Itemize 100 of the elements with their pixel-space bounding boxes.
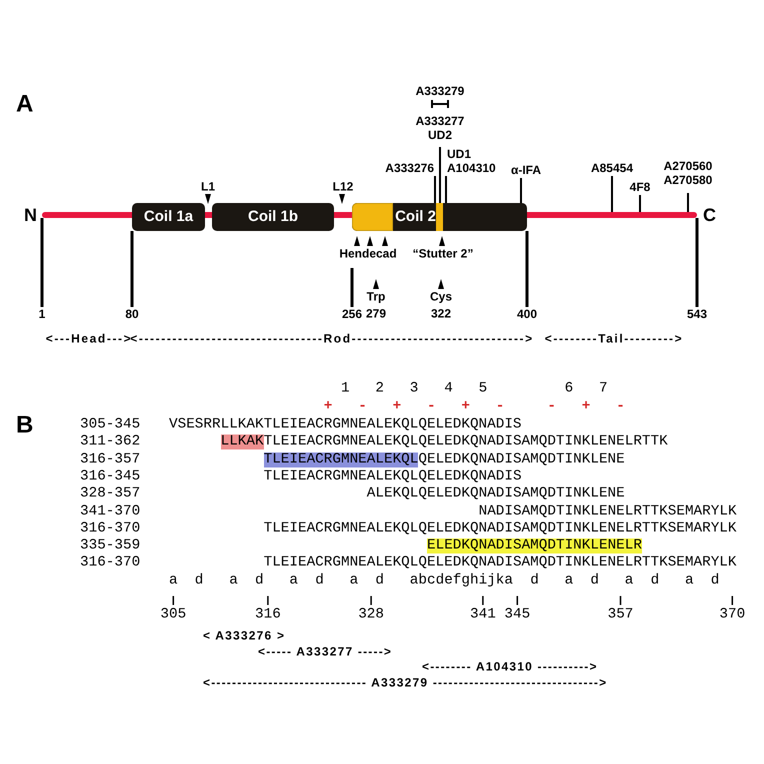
leader-line <box>696 218 698 307</box>
antibody-epitope-label: 543 <box>686 307 708 321</box>
heptad-position-letter: d <box>315 574 324 588</box>
antibody-epitope-label: UD2 <box>428 128 452 142</box>
peptide-sequence: TLEIEACRGMNEALEKQLQELEDKQNADISAMQDTINKLENELRTTKSEMARYLK <box>264 556 736 571</box>
charge-sign: + <box>324 400 332 414</box>
antibody-epitope-label: 256 <box>342 307 362 321</box>
protein-backbone-bar <box>205 212 212 218</box>
highlighted-sequence: LLKAK <box>220 434 264 450</box>
linker-label: L12 <box>332 180 354 194</box>
heptad-position-letter: d <box>255 574 264 588</box>
antibody-epitope-label: 80 <box>125 307 139 321</box>
highlighted-sequence: ELEDKQNADISAMQDTINKLENELR <box>427 538 642 554</box>
epitope-range-label: <----- A333277 -----> <box>258 644 392 660</box>
peptide-range-label: 316-357 <box>80 452 140 468</box>
terminus-label: C <box>703 206 716 224</box>
charge-sign: + <box>461 400 470 414</box>
peptide-range-label: 335-359 <box>80 538 140 554</box>
heptad-position-letter: a <box>685 574 694 588</box>
leader-line <box>40 218 44 307</box>
peptide-range-label: 341-370 <box>80 504 140 519</box>
coil-domain-box <box>352 203 527 231</box>
antibody-epitope-label: UD1 <box>447 147 472 161</box>
coil-domain-box <box>212 203 334 231</box>
leader-line <box>526 231 528 307</box>
residue-number: 316 <box>255 608 281 622</box>
charge-position-number: 3 <box>410 382 418 396</box>
residue-number: 305 <box>160 608 186 622</box>
peptide-sequence: VSESRRLLKAKTLEIEACRGMNEALEKQLQELEDKQNADIS <box>169 418 522 432</box>
residue-label: Trp <box>366 290 386 304</box>
protein-backbone-bar <box>334 212 352 218</box>
position-number: 322 <box>430 306 452 322</box>
antibody-epitope-label: A85454 <box>590 161 634 175</box>
terminus-label: N <box>24 206 37 224</box>
peptide-sequence: TLEIEACRGMNEALEKQLQELEDKQNADIS <box>264 469 522 484</box>
peptide-sequence: NADISAMQDTINKLENELRTTKSEMARYLK <box>478 504 737 519</box>
leader-line <box>130 231 134 307</box>
heptad-position-letter: d <box>590 574 599 588</box>
motif-label: “Stutter 2” <box>412 246 474 262</box>
antibody-epitope-label: α-IFA <box>510 163 542 177</box>
antibody-epitope-label: A104310 <box>447 161 496 175</box>
peptide-sequence: ALEKQLQELEDKQNADISAMQDTINKLENE <box>366 486 625 502</box>
domain-label: Coil 1a <box>144 206 194 227</box>
protein-backbone-bar <box>527 212 697 218</box>
charge-position-number: 4 <box>444 382 453 396</box>
domain-range-label: <---------------------------------Rod-------------------------------> <box>130 332 534 346</box>
epitope-range-label: <-------- A104310 ----------> <box>422 660 598 674</box>
heptad-position-letter: d <box>375 574 384 588</box>
domain-range-label: <--------Tail---------> <box>544 332 684 346</box>
highlighted-sequence: TLEIEACRGMNEALEKQL <box>264 452 418 468</box>
position-number: 279 <box>366 306 386 322</box>
leader-line <box>445 176 447 203</box>
peptide-range-label: 328-357 <box>80 486 140 502</box>
peptide-sequence: TLEIEACRGMNEALEKQLQELEDKQNADISAMQDTINKLENELRTTK <box>264 434 668 450</box>
leader-line <box>439 147 441 203</box>
peptide-sequence: QELEDKQNADISAMQDTINKLENE <box>418 452 625 468</box>
motif-label: Hendecad <box>339 246 397 262</box>
domain-label: Coil 2 <box>395 206 436 227</box>
antibody-epitope-label: 400 <box>516 307 538 321</box>
epitope-range-label: < A333276 > <box>203 628 286 644</box>
leader-line <box>350 268 354 307</box>
antibody-epitope-label: 4F8 <box>630 180 650 194</box>
charge-position-number: 1 <box>341 382 350 396</box>
antibody-epitope-label: A333276 <box>385 161 434 175</box>
antibody-epitope-label: A270560 <box>664 159 712 173</box>
charge-sign: - <box>616 400 625 414</box>
peptide-range-label: 316-345 <box>80 469 140 484</box>
epitope-range-label: <------------------------------ A333279 --------------------------------> <box>203 676 608 690</box>
heptad-position-letter: a <box>624 574 634 588</box>
residue-number: 357 <box>608 608 634 622</box>
panel-letter: A <box>16 96 34 112</box>
heptad-position-letter: a <box>289 574 298 588</box>
charge-sign: - <box>427 400 436 414</box>
linker-label: L1 <box>201 180 215 194</box>
charge-sign: + <box>392 400 402 414</box>
residue-number: 370 <box>719 608 746 622</box>
leader-line <box>434 176 436 203</box>
leader-line <box>687 193 689 212</box>
residue-label: Cys <box>430 290 452 304</box>
peptide-range-label: 316-370 <box>80 556 140 571</box>
heptad-position-letter: abcdefghijka <box>410 574 513 588</box>
leader-line <box>639 195 641 212</box>
residue-number: 345 <box>504 608 530 622</box>
antibody-epitope-label: A333277 <box>416 114 464 128</box>
charge-sign: - <box>547 400 556 414</box>
heptad-position-letter: a <box>350 574 358 588</box>
antibody-epitope-label: A333279 <box>416 84 464 98</box>
charge-position-number: 7 <box>599 382 608 396</box>
leader-line <box>611 176 613 212</box>
antibody-epitope-label: 1 <box>38 307 46 321</box>
peptide-sequence: TLEIEACRGMNEALEKQLQELEDKQNADISAMQDTINKLENELRTTKSEMARYLK <box>264 521 736 536</box>
heptad-position-letter: a <box>229 574 238 588</box>
charge-sign: + <box>582 400 590 414</box>
heptad-position-letter: a <box>564 574 574 588</box>
leader-line <box>520 178 522 203</box>
charge-position-number: 5 <box>478 382 488 396</box>
heptad-position-letter: d <box>194 574 204 588</box>
protein-backbone-bar <box>42 212 132 218</box>
residue-number: 341 <box>470 608 496 622</box>
heptad-position-letter: d <box>650 574 660 588</box>
